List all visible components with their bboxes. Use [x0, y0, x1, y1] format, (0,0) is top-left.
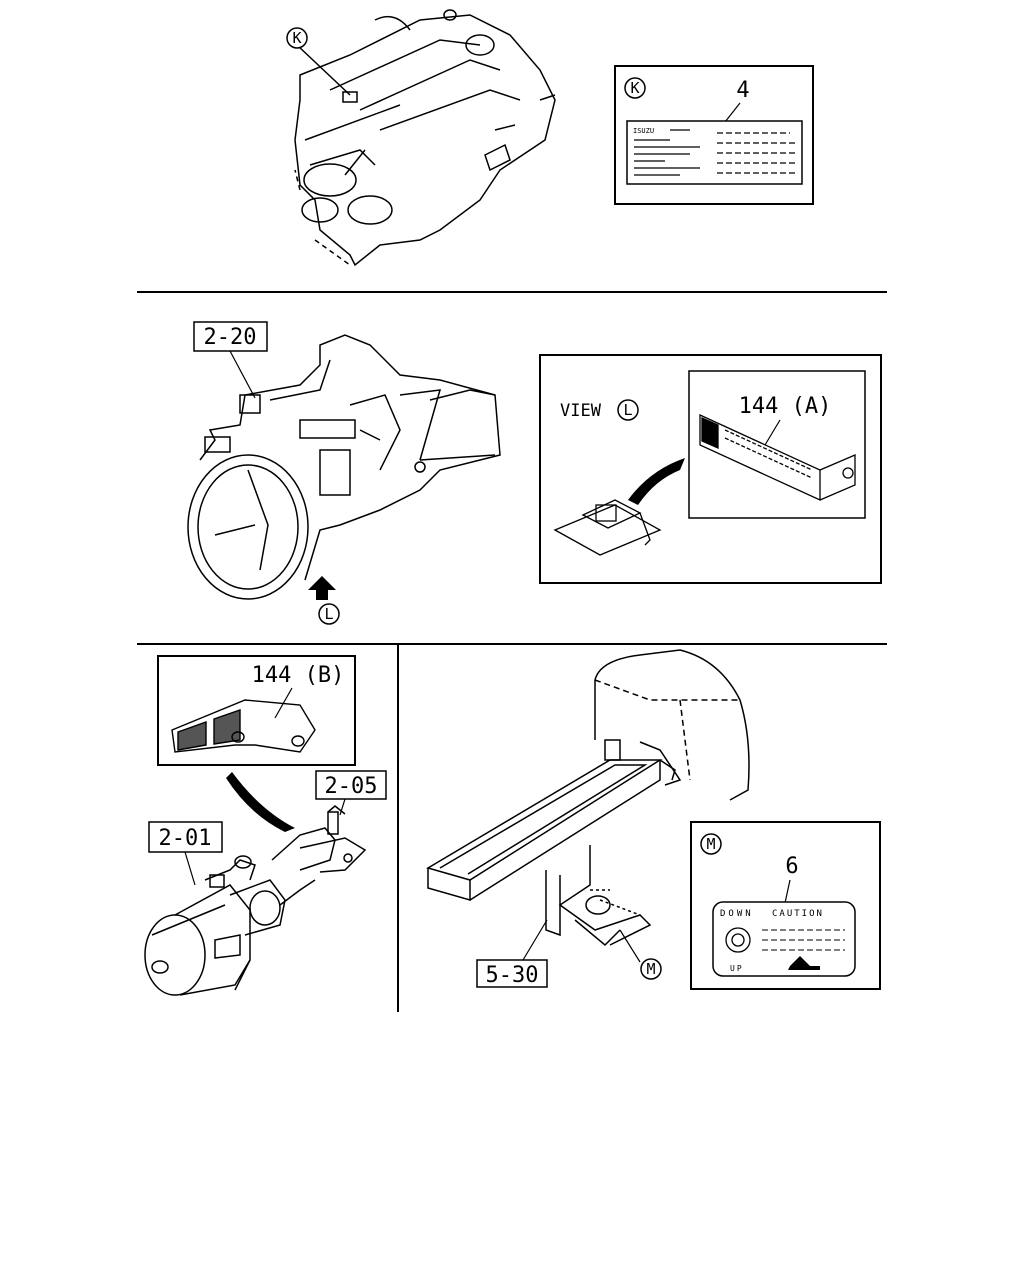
label-rotation-icon: [725, 927, 751, 953]
part-number-144b: 144 (B): [252, 663, 345, 688]
part-ref-2-01-box: 2-01: [148, 821, 223, 886]
arrow-view-l: L: [308, 576, 340, 625]
callout-k-engine-letter: K: [292, 29, 301, 47]
part-ref-2-05: 2-05: [325, 774, 378, 799]
engine-illustration: [294, 9, 556, 267]
inset-label-k: K 4 ISUZU: [614, 65, 814, 205]
label-caution-text: CAUTION: [772, 909, 824, 919]
cab-frame-illustration: [426, 649, 750, 966]
section-dividers: [137, 291, 887, 1012]
view-letter: L: [623, 401, 632, 419]
curved-arrow: [628, 458, 685, 505]
inset-view-l: VIEW L 144 (A): [539, 354, 882, 584]
label-text-lines: [634, 129, 796, 176]
curved-arrow-144b: [226, 772, 295, 832]
part-ref-2-05-box: 2-05: [315, 770, 387, 816]
part-ref-2-20-box: 2-20: [193, 321, 268, 399]
part-number-4: 4: [736, 78, 749, 103]
inset-label-m: M 6 DOWN CAUTION UP: [690, 821, 881, 990]
part-number-6: 6: [785, 854, 798, 879]
label-up-text: UP: [730, 964, 744, 973]
inset-m-letter: M: [706, 835, 715, 853]
part-number-144a: 144 (A): [739, 394, 832, 419]
part-ref-5-30: 5-30: [486, 963, 539, 988]
inset-k-letter: K: [630, 79, 639, 97]
part-ref-2-01: 2-01: [159, 826, 212, 851]
transmission-illustration: [187, 334, 501, 600]
callout-k-engine: K: [286, 27, 308, 49]
callout-m-frame: M: [640, 958, 662, 980]
inset-bracket-144b: 144 (B): [157, 655, 356, 766]
label-text-lines-m: [762, 929, 845, 951]
mount-bracket: [553, 499, 662, 556]
cylinder-assembly-illustration: [144, 805, 367, 996]
view-marker-l: L: [324, 605, 333, 623]
part-ref-2-20: 2-20: [204, 325, 257, 350]
label-144a-plate: [699, 413, 856, 502]
label-brand: ISUZU: [633, 127, 654, 135]
part-ref-5-30-box: 5-30: [476, 959, 548, 988]
label-down-text: DOWN: [720, 909, 754, 919]
callout-m-frame-letter: M: [646, 960, 655, 978]
label-lever-icon: [788, 956, 820, 970]
view-label: VIEW: [560, 401, 602, 421]
